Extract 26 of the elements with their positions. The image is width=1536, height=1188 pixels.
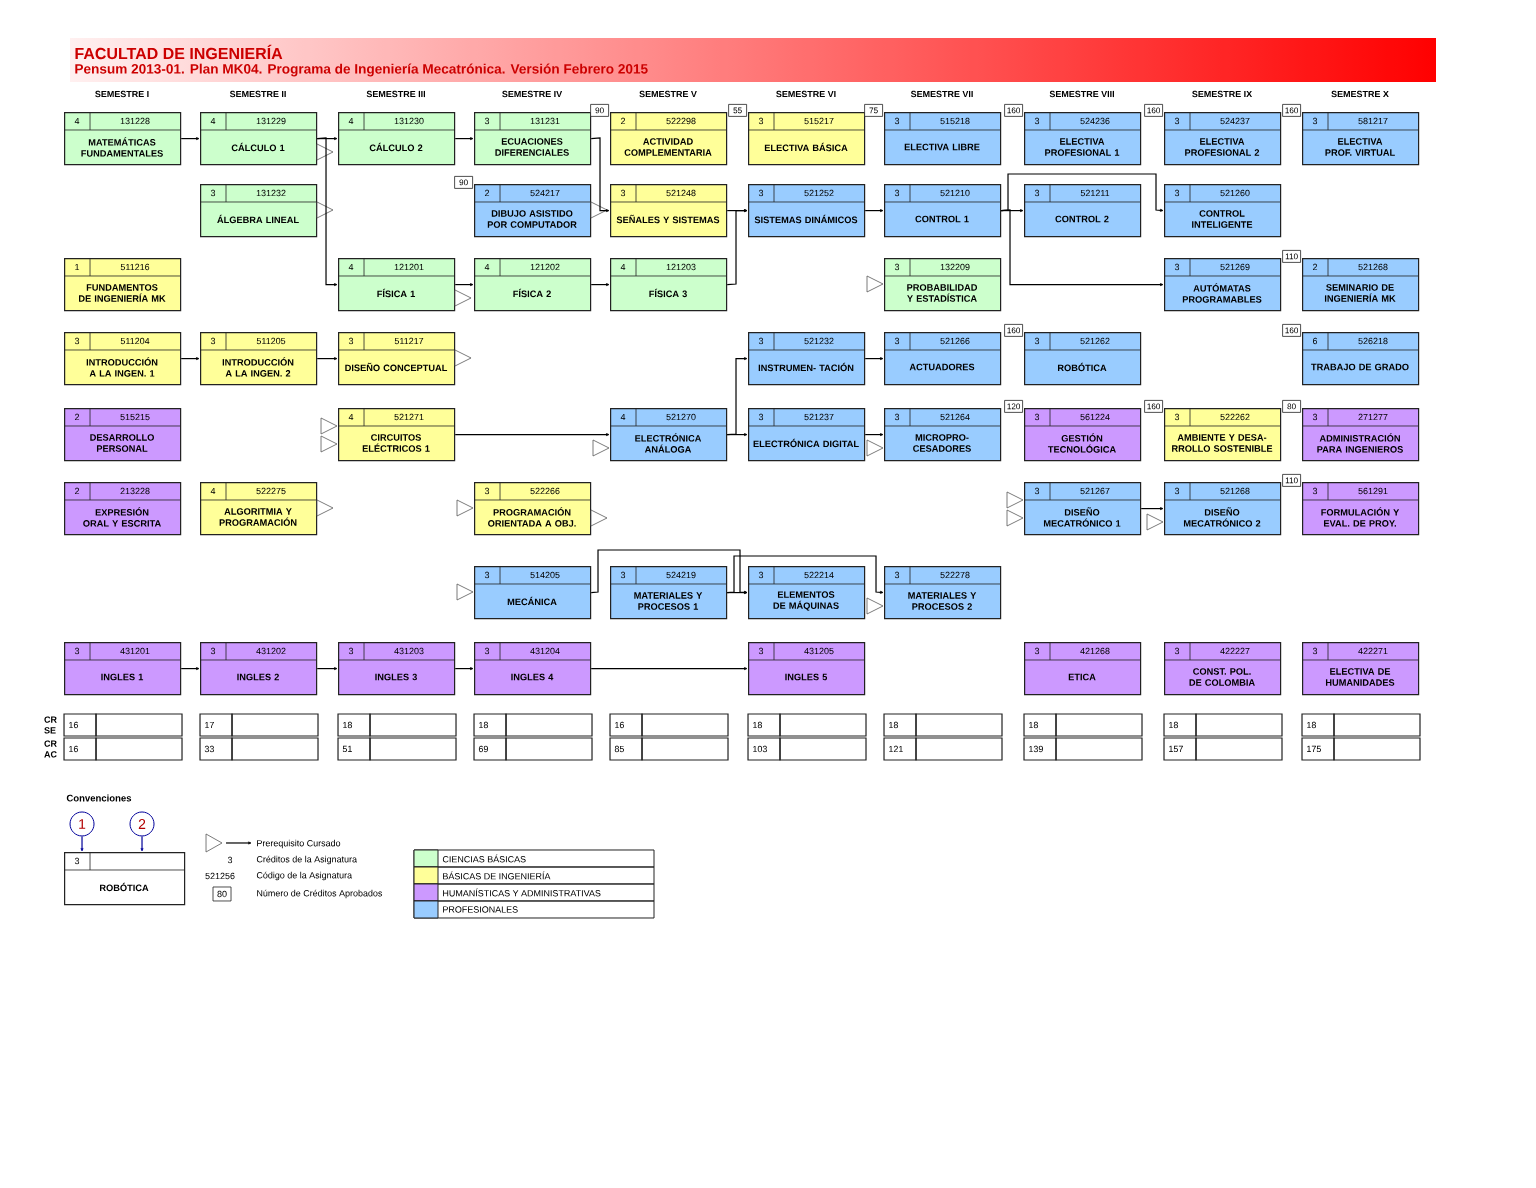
arrow xyxy=(140,835,144,852)
arrow xyxy=(316,137,338,287)
arrow xyxy=(180,357,200,361)
arrow xyxy=(454,283,474,287)
arrow xyxy=(864,209,884,213)
arrow xyxy=(590,667,748,671)
arrow xyxy=(590,549,748,594)
arrow xyxy=(726,555,884,594)
arrow xyxy=(1000,173,1164,212)
title: FACULTAD DE INGENIERÍA xyxy=(75,44,283,60)
arrow xyxy=(1140,507,1164,511)
arrow xyxy=(80,835,84,852)
arrow xyxy=(454,667,474,671)
arrow xyxy=(726,209,748,286)
arrow xyxy=(590,137,610,213)
arrow xyxy=(726,357,748,436)
arrow xyxy=(1000,209,1164,287)
arrow xyxy=(180,137,200,141)
arrow xyxy=(316,667,338,671)
arrow xyxy=(590,283,610,287)
arrow xyxy=(180,667,200,671)
arrow xyxy=(454,137,474,141)
arrow xyxy=(864,357,884,361)
arrow xyxy=(316,357,338,361)
arrow xyxy=(864,433,884,437)
arrow xyxy=(454,433,610,437)
